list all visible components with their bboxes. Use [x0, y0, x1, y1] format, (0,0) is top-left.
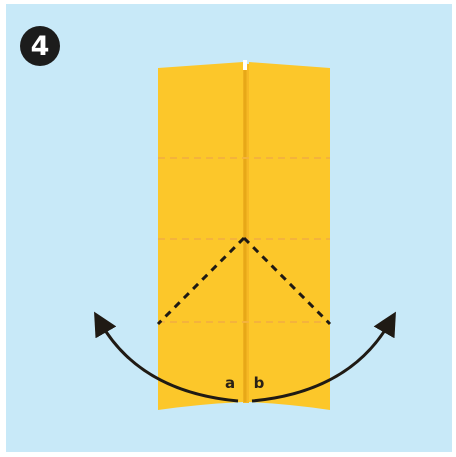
- corner-label-b: b: [254, 374, 265, 392]
- top-notch: [243, 60, 247, 70]
- left-fold-arrow: [94, 311, 239, 403]
- step-number-badge: 4: [20, 26, 60, 66]
- corner-label-a: a: [225, 374, 235, 392]
- paper-right-panel: [249, 62, 330, 410]
- step-number: 4: [30, 30, 50, 62]
- right-fold-arrow: [251, 311, 396, 403]
- paper-left-panel: [158, 62, 243, 410]
